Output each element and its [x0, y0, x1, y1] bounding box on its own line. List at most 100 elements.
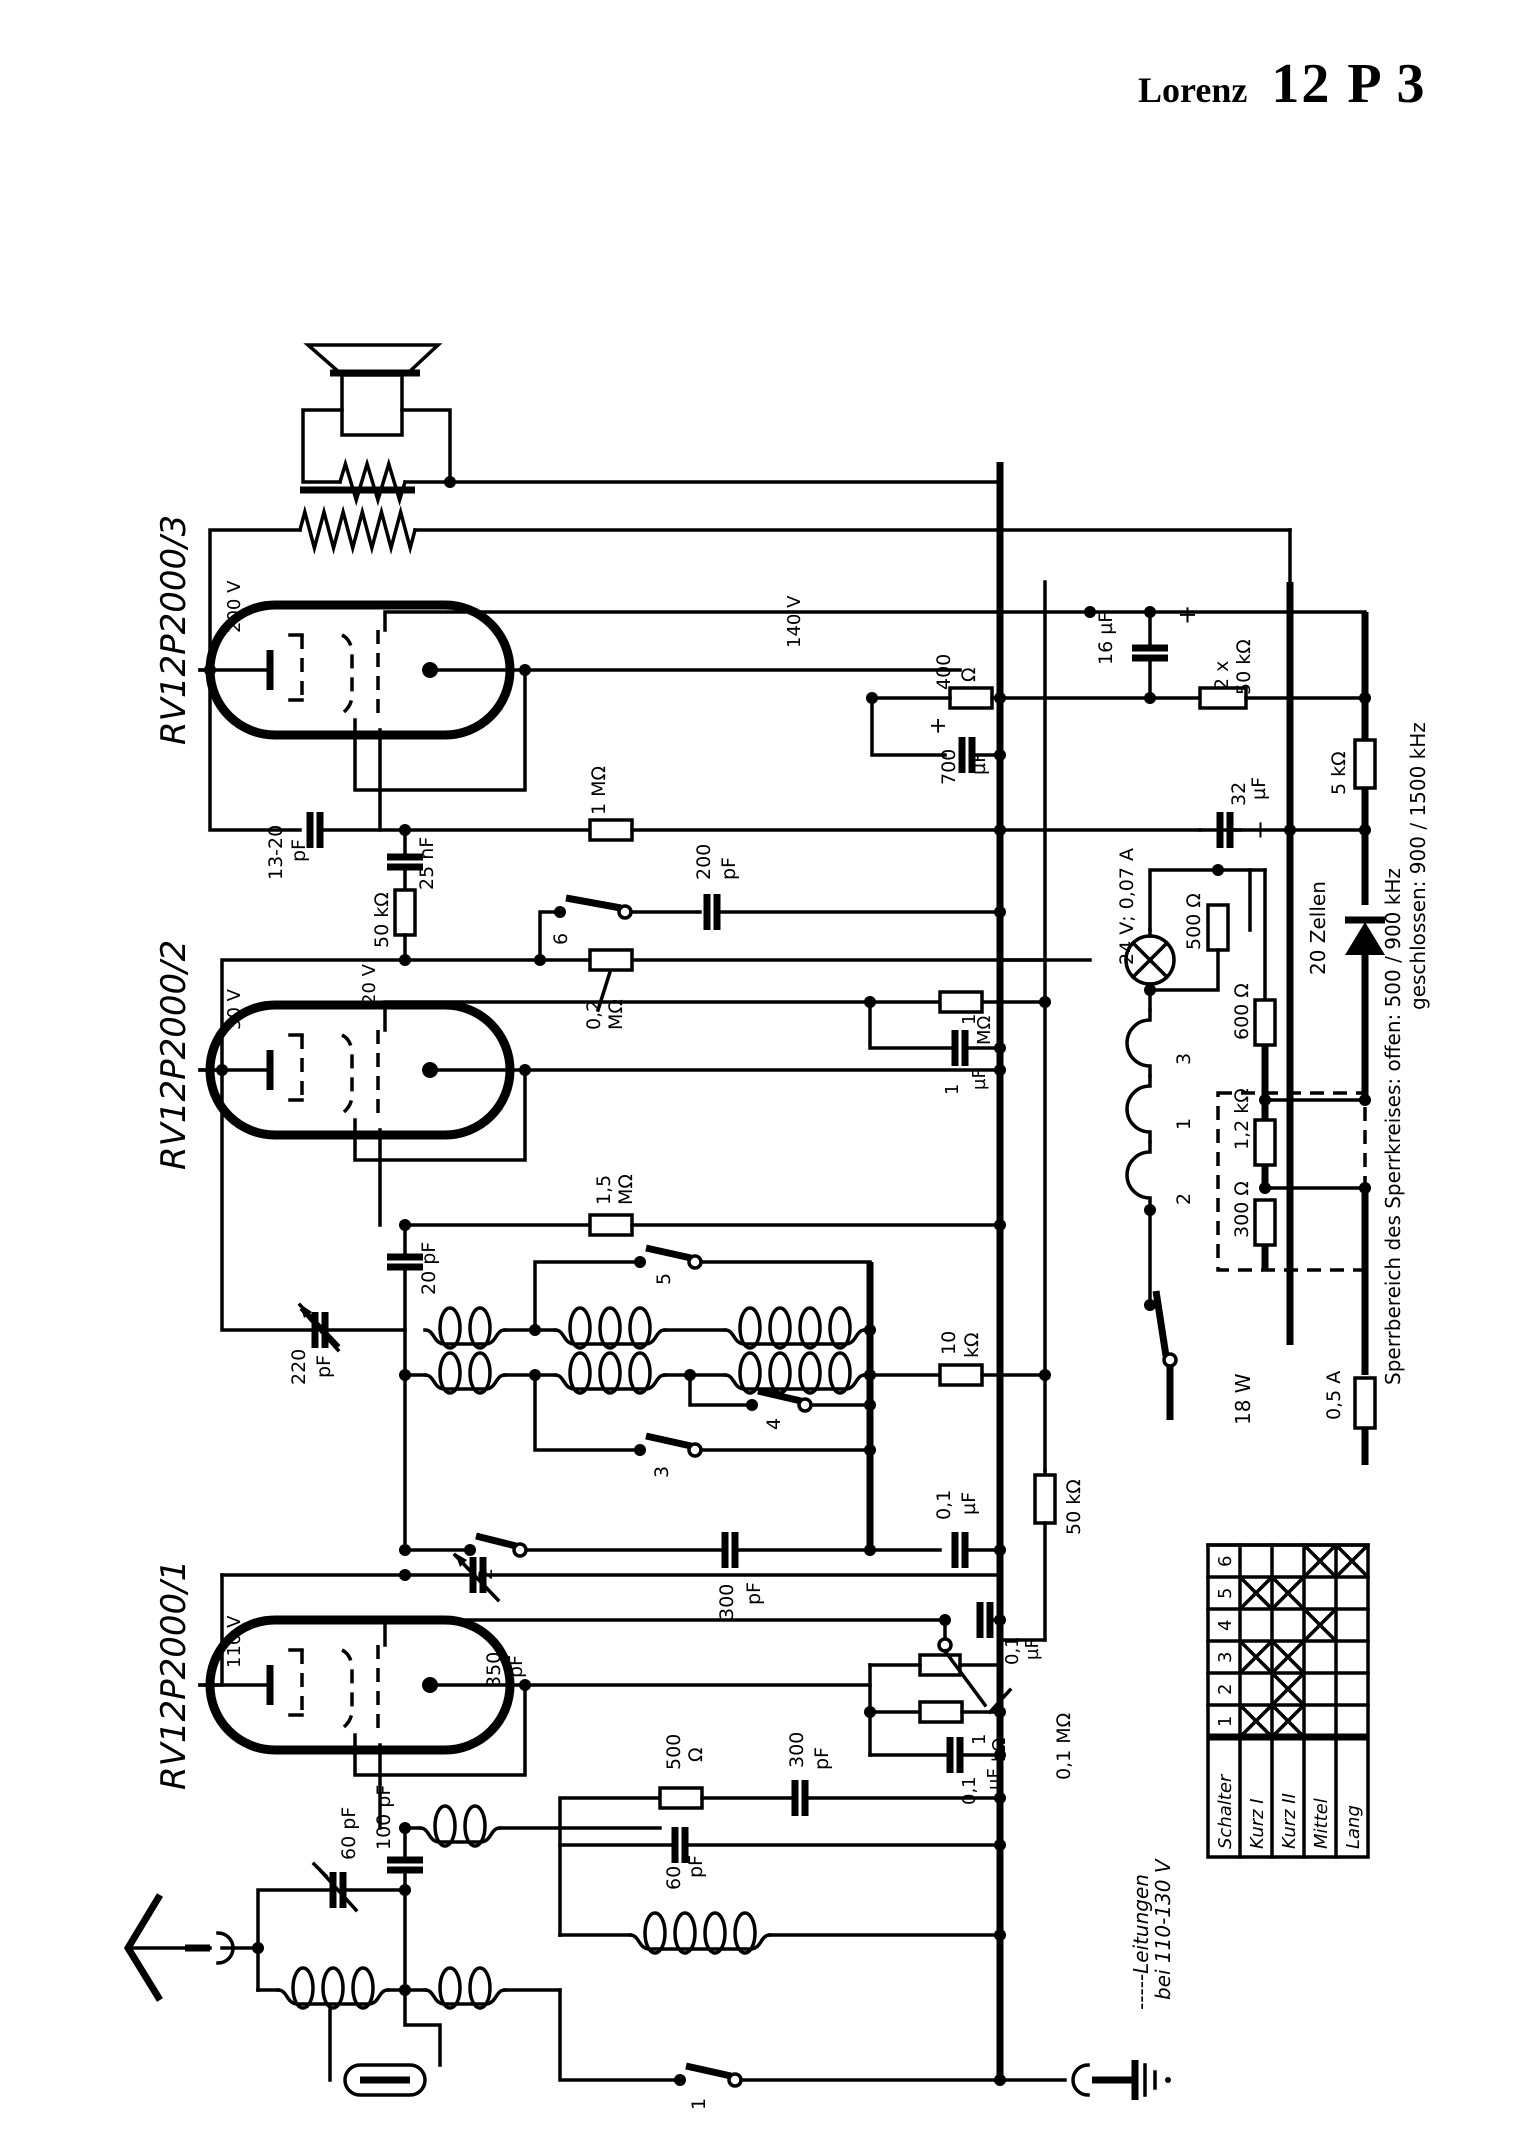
c300b-unit: pF — [811, 1747, 833, 1770]
c01c-unit: µF — [984, 1768, 1005, 1790]
lamp-rating-label: 24 V; 0,07 A — [1116, 848, 1138, 965]
junction-dot — [994, 1749, 1006, 1761]
cathode — [422, 1677, 438, 1693]
switch-closed-mark — [1272, 1641, 1304, 1673]
switch-number-header: 4 — [1215, 1620, 1236, 1631]
brand-name: Lorenz — [1138, 70, 1248, 110]
junction-dot — [994, 824, 1006, 836]
r50k-grid-label: 50 kΩ — [371, 892, 393, 948]
c220-value: 220 — [288, 1349, 310, 1385]
c16-polarity: + — [1173, 605, 1201, 625]
junction-dot — [1212, 864, 1224, 876]
switch-closed-mark — [1304, 1545, 1336, 1577]
switch-closed-mark — [1272, 1577, 1304, 1609]
earth-symbol-icon — [1165, 2077, 1171, 2083]
cathode — [422, 662, 438, 678]
band-label: Kurz I — [1247, 1798, 1268, 1849]
speaker-magnet — [340, 373, 404, 437]
switch-closed-mark — [1336, 1545, 1368, 1577]
r2x50k-count: 2 x — [1211, 661, 1233, 690]
earth-socket-icon — [1071, 2063, 1090, 2097]
antenna-socket-icon — [216, 1931, 235, 1965]
c13-20-value: 13-20 — [265, 825, 287, 880]
junction-dot — [864, 1544, 876, 1556]
junction-dot — [634, 1444, 646, 1456]
r500b-unit: Ω — [685, 1747, 707, 1762]
loudspeaker — [301, 343, 1002, 507]
c300a-value: 300 — [716, 1584, 738, 1620]
voltage-label-110v: 110 V — [224, 1615, 245, 1668]
junction-dot — [994, 1839, 1006, 1851]
c200-value: 200 — [693, 844, 715, 880]
tube-label-v2: RV12P2000/2 — [154, 940, 194, 1170]
fuse — [1353, 1376, 1377, 1430]
junction-dot — [994, 1064, 1006, 1076]
r1m-v2-value: 1 — [959, 1014, 980, 1025]
c60pf-label: 60 pF — [338, 1807, 360, 1860]
junction-dot — [864, 1444, 876, 1456]
trap-range-note-line2: geschlossen: 900 / 1500 kHz — [1406, 722, 1430, 1010]
switch-closed-mark — [1240, 1641, 1272, 1673]
pot-01m-label: 0,1 MΩ — [1053, 1713, 1075, 1780]
r400-value: 400 — [933, 654, 955, 690]
r2x50k-value: 50 kΩ — [1233, 639, 1255, 695]
junction-dot — [1039, 996, 1051, 1008]
voltage-label-140v: 140 V — [784, 595, 805, 648]
band-label: Kurz II — [1279, 1793, 1300, 1849]
bus-lines — [996, 462, 1294, 1935]
r02m-unit: MΩ — [605, 999, 627, 1030]
switch-number-header: 5 — [1215, 1588, 1236, 1599]
antenna — [123, 1893, 235, 2002]
c01c-value: 0,1 — [959, 1776, 980, 1805]
r1m-label: 1 MΩ — [588, 766, 610, 815]
c60b-value: 60 — [663, 1866, 685, 1890]
switch-number-header: 6 — [1215, 1556, 1236, 1567]
r500b-value: 500 — [663, 1734, 685, 1770]
junction-dot — [994, 1219, 1006, 1231]
junction-dot — [1039, 1369, 1051, 1381]
heater-filament — [1125, 1140, 1152, 1210]
tube-label-v3: RV12P2000/3 — [154, 515, 194, 745]
variable-cap-arrow — [300, 1304, 312, 1318]
rectifier-cells-label: 20 Zellen — [1306, 881, 1330, 975]
r10k-value: 10 — [938, 1331, 960, 1355]
voltage-label-30v: 30 V — [224, 988, 245, 1030]
switch-closed-mark — [1304, 1609, 1336, 1641]
cathode — [422, 1062, 438, 1078]
speaker-cone — [303, 343, 443, 375]
c700-unit: µF — [968, 752, 990, 775]
heater-chain — [1043, 864, 1371, 1420]
dashed-lines-note-line2: bei 110-130 V — [1151, 1858, 1175, 2000]
c16-label: 16 µF — [1095, 612, 1117, 665]
band-label: Mittel — [1311, 1798, 1332, 1849]
r12k-label: 1,2 kΩ — [1231, 1088, 1253, 1150]
switch-6-label: 6 — [550, 933, 572, 945]
junction-dot — [864, 1399, 876, 1411]
fuse-rating-label: 0,5 A — [1323, 1371, 1345, 1420]
c200-unit: pF — [718, 857, 740, 880]
switch-number-header: 3 — [1215, 1652, 1236, 1663]
junction-dot — [1144, 984, 1156, 996]
variable-cap-arrow — [455, 1553, 467, 1567]
tuning-section — [220, 1068, 1057, 1642]
heater-filament — [1125, 1074, 1152, 1144]
c32-unit: µF — [1248, 777, 1270, 800]
r600-label: 600 Ω — [1231, 983, 1253, 1040]
r500-label: 500 Ω — [1183, 893, 1205, 950]
c300a-unit: pF — [743, 1582, 765, 1605]
rectifier-diode-icon — [1345, 922, 1385, 955]
c300b-value: 300 — [786, 1732, 808, 1768]
input-stage — [198, 1573, 1013, 2097]
switch-closed-mark — [1272, 1673, 1304, 1705]
c01a-value: 0,1 — [933, 1490, 955, 1520]
link-plug — [343, 2063, 427, 2097]
heater-filament — [1125, 1008, 1152, 1078]
r1m-v2-unit: MΩ — [974, 1015, 995, 1045]
c13-20-unit: pF — [288, 839, 310, 862]
r10k-unit: kΩ — [961, 1332, 983, 1358]
voltage-label-200v: 200 V — [224, 580, 245, 633]
junction-dot — [1144, 1299, 1156, 1311]
earth-terminal — [998, 2060, 1171, 2100]
dashed-110v-section — [1216, 1091, 1367, 1272]
